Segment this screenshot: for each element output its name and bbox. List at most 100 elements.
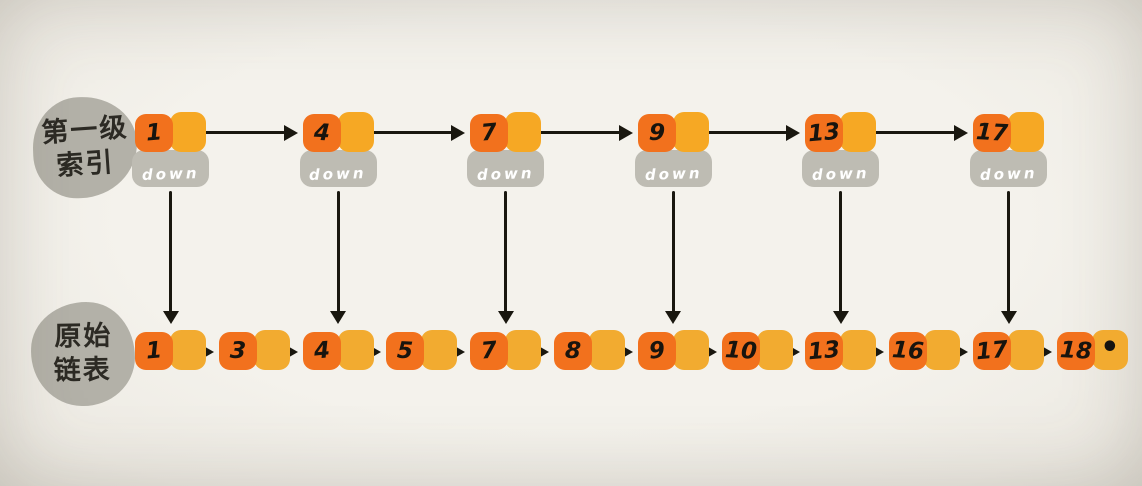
label-original-list-line1: 原始	[54, 320, 113, 353]
next-pointer-arrow	[354, 124, 465, 141]
node-value-cell: 17	[973, 114, 1011, 152]
label-original-list-line2: 链表	[53, 354, 112, 387]
node-value-cell: 13	[805, 114, 844, 152]
down-pointer-arrow	[665, 191, 682, 324]
node-pointer-cell	[170, 330, 206, 370]
node-pointer-cell	[1008, 112, 1044, 152]
node-value-cell: 13	[805, 332, 844, 370]
list-node: 1	[135, 330, 207, 370]
node-value-cell: 1	[135, 332, 173, 370]
node-value-cell: 10	[721, 332, 760, 370]
node-value: 18	[1059, 337, 1093, 365]
node-value-cell: 17	[973, 332, 1011, 370]
node-pointer-cell	[672, 112, 709, 152]
down-pointer-box: down	[467, 150, 545, 187]
node-value: 17	[974, 336, 1010, 366]
node-pointer-cell	[589, 330, 625, 370]
node-pointer-cell	[840, 330, 877, 370]
node-pointer-cell	[672, 330, 709, 370]
node-value: 10	[723, 337, 758, 365]
index-node: 17 down	[970, 112, 1047, 187]
down-pointer-label: down	[141, 164, 200, 185]
list-node: 7	[470, 330, 542, 370]
list-node: •18	[1056, 330, 1129, 370]
node-value: 13	[807, 336, 842, 366]
node-pointer-cell	[337, 112, 374, 152]
down-pointer-label: down	[644, 164, 703, 185]
down-pointer-arrow	[497, 191, 514, 324]
down-pointer-box: down	[970, 150, 1047, 187]
node-value-cell: 8	[554, 332, 592, 370]
node-value: 7	[480, 119, 499, 147]
node-value-cell: 1	[135, 114, 173, 152]
index-node: 4 down	[299, 112, 377, 187]
node-value-cell: 9	[637, 332, 676, 370]
down-pointer-box: down	[132, 150, 209, 187]
down-pointer-arrow	[832, 191, 849, 324]
list-node: 16	[889, 330, 961, 370]
list-node: 5	[386, 330, 458, 370]
label-first-level-index-line1: 第一级	[39, 111, 129, 149]
node-pointer-cell	[505, 330, 542, 370]
list-node: 9	[637, 330, 710, 370]
down-pointer-label: down	[476, 164, 535, 185]
list-node: 4	[302, 330, 375, 370]
down-pointer-box: down	[802, 150, 880, 187]
node-pointer-cell	[840, 112, 877, 152]
node-value: 3	[229, 337, 247, 365]
next-pointer-arrow	[857, 124, 968, 141]
node-pointer-cell	[253, 330, 290, 370]
down-pointer-label: down	[308, 164, 368, 185]
node-value-cell: 18	[1056, 332, 1095, 370]
node-value: 1	[144, 337, 164, 365]
down-pointer-label: down	[811, 164, 870, 185]
next-pointer-arrow	[522, 124, 633, 141]
node-value: 4	[312, 337, 331, 365]
node-value-cell: 7	[470, 332, 509, 370]
node-pointer-cell	[756, 330, 793, 370]
down-pointer-box: down	[634, 150, 712, 187]
node-value: 13	[807, 118, 842, 148]
node-value: 4	[312, 119, 331, 147]
label-first-level-index: 第一级 索引	[31, 95, 139, 200]
node-value: 7	[480, 337, 499, 365]
node-value-cell: 7	[470, 114, 509, 152]
label-first-level-index-line2: 索引	[55, 146, 116, 182]
index-node: 13 down	[802, 112, 880, 187]
down-pointer-arrow	[330, 191, 347, 324]
next-pointer-arrow	[689, 124, 800, 141]
node-value: 8	[564, 337, 582, 365]
index-node: 1 down	[132, 112, 209, 187]
node-pointer-cell	[924, 330, 961, 370]
node-value: 5	[396, 337, 415, 365]
node-value-cell: 5	[386, 332, 425, 370]
node-value-cell: 16	[889, 332, 928, 370]
node-value-cell: 4	[302, 332, 341, 370]
list-node: 10	[721, 330, 794, 370]
node-value: 9	[648, 119, 666, 147]
node-pointer-cell: •	[1091, 330, 1128, 370]
list-node: 13	[805, 330, 877, 370]
index-node: 9 down	[634, 112, 712, 187]
node-pointer-cell	[337, 330, 374, 370]
node-value: 16	[891, 337, 925, 365]
node-value-cell: 4	[302, 114, 341, 152]
node-value-cell: 9	[637, 114, 676, 152]
down-pointer-label: down	[979, 164, 1038, 185]
down-pointer-arrow	[1000, 191, 1017, 324]
index-node: 7 down	[467, 112, 545, 187]
node-value: 1	[144, 119, 164, 147]
node-pointer-cell	[421, 330, 458, 370]
node-value: 17	[975, 119, 1009, 147]
next-pointer-arrow	[187, 124, 298, 141]
node-pointer-cell	[170, 112, 206, 152]
node-value-cell: 3	[218, 332, 257, 370]
list-node: 17	[973, 330, 1045, 370]
list-node: 3	[218, 330, 291, 370]
node-pointer-cell	[505, 112, 542, 152]
list-node: 8	[554, 330, 626, 370]
down-pointer-box: down	[299, 150, 377, 187]
node-value: 9	[647, 337, 666, 365]
down-pointer-arrow	[162, 191, 179, 324]
